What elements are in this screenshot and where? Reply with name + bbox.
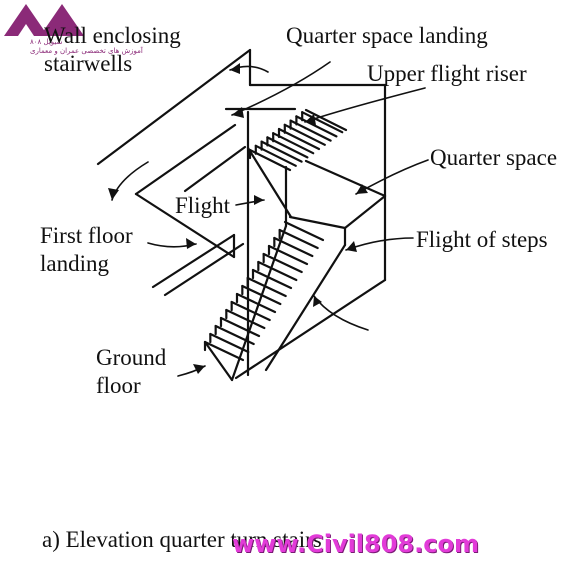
lower-step-tread	[209, 332, 250, 354]
lower-step-tread	[267, 244, 309, 266]
lower-step-tread	[278, 228, 319, 250]
logo-tagline-2: آموزش های تخصصی عمران و معماری	[30, 47, 143, 55]
lower-step-tread	[225, 308, 266, 330]
lower-step-tread	[241, 284, 282, 306]
lower-flight-steps	[203, 220, 325, 382]
label-flight-of-steps: Flight of steps	[416, 227, 548, 252]
flight-of-steps-arrow	[345, 237, 414, 251]
quarter-space-arrow	[355, 159, 429, 195]
label-quarter-space: Quarter space	[430, 145, 558, 170]
lower-step-tread	[262, 252, 303, 274]
figure-caption: a) Elevation quarter turn stairs	[42, 527, 322, 552]
lower-step-tread	[273, 236, 314, 258]
stairwell-leader-arrow	[111, 161, 149, 201]
lower-step-tread	[246, 276, 287, 298]
label-ground-floor-line2: floor	[96, 373, 141, 398]
label-first-floor-line1: First floor	[40, 223, 133, 248]
upper-flight-riser-arrow	[304, 87, 426, 123]
label-quarter-space-landing: Quarter space landing	[286, 23, 488, 48]
lower-step-tread	[235, 292, 277, 314]
lower-step-tread	[214, 324, 255, 346]
upper-flight-steps	[248, 108, 348, 172]
stringer-lines	[230, 146, 347, 382]
civil808-logo: سیویل ۸۰۸ آموزش های تخصصی عمران و معماری	[0, 0, 143, 60]
flight-of-steps-lower-arrow	[313, 295, 369, 331]
label-first-floor-line2: landing	[40, 251, 109, 276]
watermark-text: www.Civil808.com	[232, 530, 479, 558]
label-upper-flight-riser: Upper flight riser	[367, 61, 527, 86]
upper-step-tread	[301, 111, 344, 134]
logo-tagline-1: سیویل ۸۰۸	[30, 38, 63, 46]
lower-step-tread	[219, 316, 261, 338]
lower-step-tread	[283, 220, 325, 242]
label-wall-line1: Wall enclosing	[44, 23, 181, 48]
lower-step-tread	[251, 268, 293, 290]
lower-step-tread	[203, 340, 245, 362]
lower-step-tread	[230, 300, 271, 322]
quarter-space-landing-arrow	[231, 61, 331, 116]
lower-step-base	[203, 340, 234, 382]
label-wall-line2: stairwells	[44, 51, 133, 76]
lower-step-tread	[257, 260, 298, 282]
label-flight: Flight	[175, 193, 230, 218]
arrow-heads	[108, 63, 368, 374]
upper-step-top	[304, 108, 348, 132]
label-ground-floor-line1: Ground	[96, 345, 167, 370]
triangle-logo-icon	[4, 4, 84, 36]
quarter-space-platform	[284, 159, 387, 247]
